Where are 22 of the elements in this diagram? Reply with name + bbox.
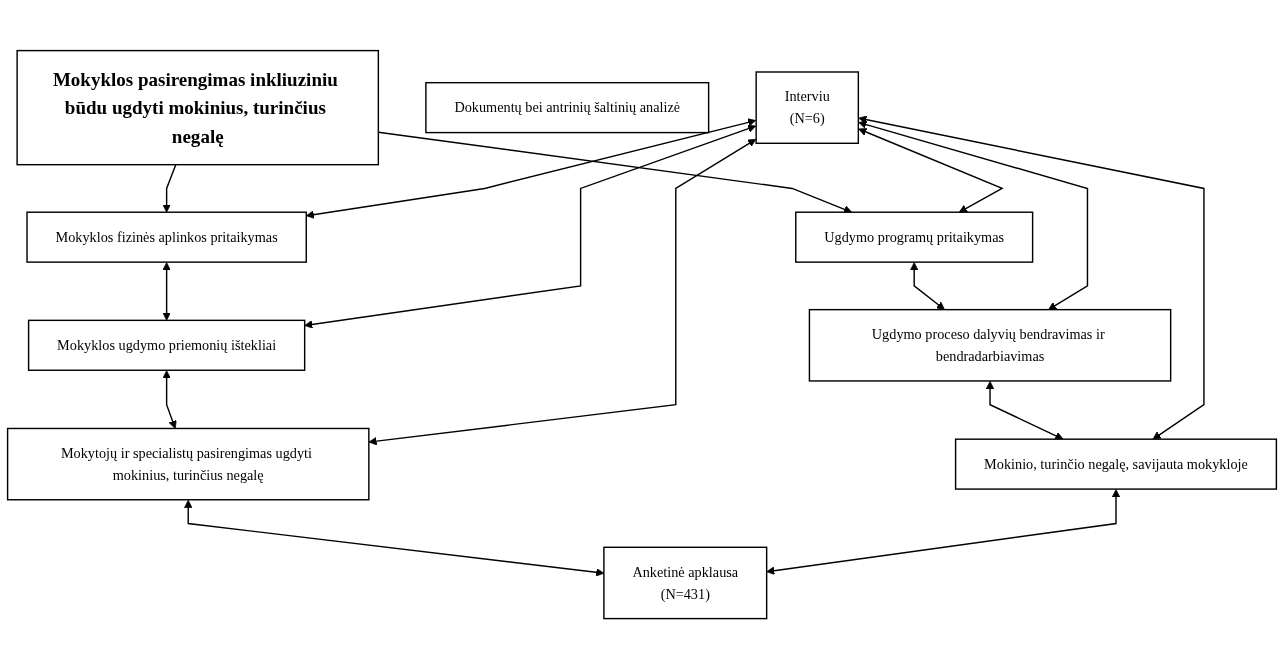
node-box: Anketinė apklausa (N=431) — [603, 546, 768, 620]
node-box: Mokinio, turinčio negalę, savijauta mokykloje — [954, 438, 1278, 491]
node-box: Mokyklos ugdymo priemonių ištekliai — [27, 320, 306, 372]
node-box: Dokumentų bei antrinių šaltinių analizė — [425, 82, 710, 134]
arrow — [162, 262, 171, 322]
arrow — [162, 370, 177, 430]
node-box: Mokytojų ir specialistų pasirengimas ugdyti mokinius, turinčius negalę — [6, 428, 370, 501]
node-box: Ugdymo programų pritaikymas — [795, 211, 1034, 264]
arrow — [858, 115, 1205, 440]
arrow — [368, 139, 757, 446]
arrow — [858, 128, 1004, 213]
node-box: Interviu (N=6) — [755, 71, 860, 145]
arrow — [162, 164, 177, 213]
node-box: Ugdymo proceso dalyvių bendravimas ir bendradarbiavimas — [808, 309, 1172, 383]
node-box: Mokyklos pasirengimas inkliuziniu būdu ugdyti mokinius, turinčius negalę — [16, 50, 380, 166]
arrow — [985, 381, 1064, 441]
arrow — [858, 120, 1089, 311]
arrow — [766, 489, 1121, 576]
node-box: Mokyklos fizinės aplinkos pritaikymas — [26, 211, 307, 264]
arrow — [304, 124, 757, 329]
arrow — [305, 118, 757, 220]
arrow — [910, 262, 945, 311]
